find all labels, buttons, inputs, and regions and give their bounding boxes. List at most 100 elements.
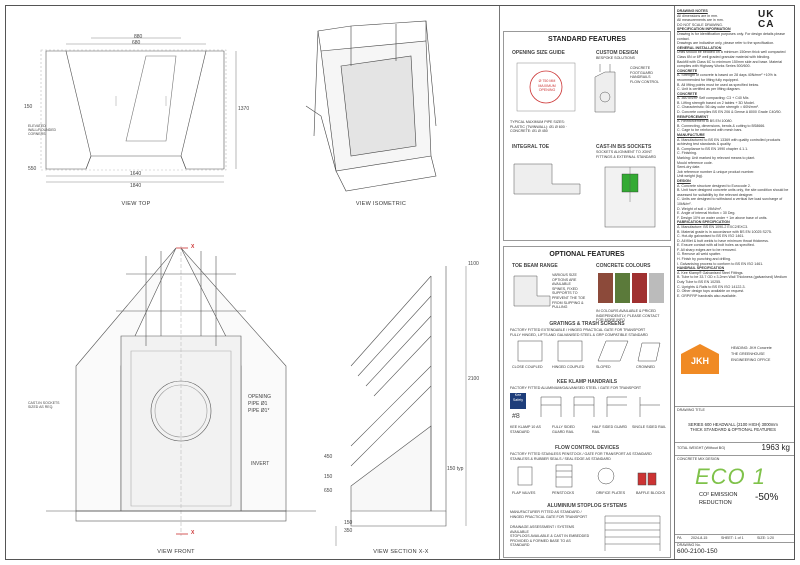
note-line: G. Remove all weld spatter. (677, 252, 721, 257)
dim-section-h5: 650 (324, 488, 333, 494)
view-top-caption: VIEW TOP (121, 201, 151, 207)
grating-item: CLOSE COUPLED (512, 365, 543, 369)
note-line: All dimensions are in mm. (677, 13, 719, 18)
note-line: E. GRP/FRP handrails also available. (677, 293, 737, 298)
opening-size-diagram (516, 62, 576, 112)
title-block: JKH HEADING: JKH Concrete THE GREENHOUSE… (675, 336, 794, 559)
opening-foot-note: TYPICAL MAXIMUM PIPE SIZES: PLASTIC (TWI… (510, 120, 567, 134)
section-marker-bottom: X (191, 530, 195, 536)
drawing-sheet: 880 680 1640 1840 1370 150 550 ELEVATED … (5, 5, 795, 560)
note-line: B. Material grade is in accordance with … (677, 229, 772, 234)
note-line: C. Units are designed to withstand a ver… (677, 197, 783, 206)
note-line: B. Connecting, dimensions, bends & cutti… (677, 123, 766, 128)
section-marker-top: X (191, 244, 195, 250)
integral-toe-title: INTEGRAL TOE (512, 144, 550, 150)
opening-size-title: OPENING SIZE GUIDE (512, 50, 565, 56)
drawing-number: 600-2100-150 (677, 548, 718, 555)
top-side-label: ELEVATED WALL/ROUNDED CORNERS (28, 124, 57, 136)
handrail-item: HALF SIDED GUARD RAIL (592, 425, 628, 434)
note-line: Marking: Unit marked by relevant means t… (677, 156, 756, 160)
handrail-item: KEE KLAMP 10 AS STANDARD (510, 425, 541, 434)
note-line: Drawings are indicative only, please ref… (677, 41, 775, 46)
flow-control-icons (517, 464, 657, 488)
flow-item: BAFFLE BLOCKS (636, 491, 666, 495)
note-line: F. Design 10% on water under + 1m above … (677, 215, 768, 220)
meta-date: 2024-8-15 (691, 536, 708, 540)
note-line: B. Tube to be 33.7 OD x 3.2mm Wall Thick… (677, 275, 787, 285)
eco-line2: REDUCTION (699, 500, 732, 506)
company-line: HEADING: JKH Concrete (731, 346, 772, 350)
eco-line1: CO² EMISSION (699, 492, 738, 498)
grating-sub2: FULLY HINGED, LIFTS AND GALVANISED STEEL… (510, 333, 648, 337)
tb-divider (675, 442, 794, 443)
divider-notes (674, 6, 675, 559)
integral-toe-diagram (513, 163, 581, 195)
note-line: Units should be bedded on a minimum 150m… (677, 50, 786, 59)
note-line: Drawing is for identification purposes o… (677, 31, 786, 41)
total-weight: 1963 kg (761, 443, 790, 452)
front-label-opening: OPENING (248, 394, 272, 400)
note-line: C. Characteristic: 56 day cube strength … (677, 105, 759, 110)
klamp-title: KEE KLAMP HANDRAILS (556, 379, 618, 385)
drawing-no-label: DRAWING No. (677, 543, 701, 547)
stoplog-diagram (604, 515, 661, 551)
note-line: C. Hot-dip galvanised to BS EN ISO 1461. (677, 234, 745, 239)
note-line: C. Finishing. (677, 151, 697, 156)
dim-section-bottom-a: 150 (344, 520, 353, 526)
note-line: A. 360 kN/m² Self compacting: C3 + C40 M… (677, 96, 750, 101)
note-line: E. Ensure contact with all bolt holes as… (677, 243, 755, 248)
note-line: I. Galvanising process to conform to BS … (677, 261, 764, 266)
concrete-colours-note: IN COLOURS AVAILABLE & PRICED INDEPENDEN… (596, 309, 660, 323)
note-line: Backfill with Class 6C to minimum 150mm … (677, 59, 783, 69)
note-line: All measurements are in mm. (677, 18, 724, 23)
ukca-mark: UK CA (758, 9, 775, 30)
note-line: B. All lifting points must be used as sp… (677, 82, 759, 87)
custom-design-list: CONCRETE FOOTGUARD HANDRAILS FLOW CONTRO… (630, 66, 659, 84)
concrete-colour-swatches (598, 273, 664, 303)
cast-in-diagram (604, 166, 656, 228)
note-line: A. Manufacture: BS EN 1090-2 EXC2/EXC3. (677, 224, 749, 229)
dim-top-left-b: 550 (28, 166, 37, 172)
tb-divider (675, 542, 794, 543)
klamp-sub: FACTORY FITTED ALUMINIUM/GALVANISED STEE… (510, 386, 642, 390)
cast-in-sub: SOCKETS ALIGNMENT TO JOINT FITTINGS & EX… (596, 150, 657, 159)
front-label-pipe2: PIPE Ø1* (248, 408, 270, 414)
note-line: D. Weight of soil = 19kN/m³. (677, 206, 722, 211)
note-line: A. Kee Klamp® Galvanised Steel Fittings. (677, 270, 744, 275)
front-label-invert: INVERT (251, 461, 270, 467)
alu-note: PROVIDED & FORMED BASE TO AS STANDARD (510, 538, 571, 548)
note-line: F. All sharp edges are to be removed. (677, 247, 737, 252)
toe-beam-notes: VARIOUS SIZE OPTIONS ARE AVAILABLE SPINE… (552, 273, 588, 310)
divider-features (499, 6, 500, 559)
dim-top-inner-b: 680 (132, 40, 141, 46)
note-line: Job reference number & unique product nu… (677, 169, 755, 174)
standard-features-title: STANDARD FEATURES (548, 36, 626, 43)
custom-item: FOOTGUARD (630, 70, 653, 75)
notes-spec-heading: SPECIFICATION INFORMATION (677, 27, 731, 32)
toe-note: VARIOUS SIZE OPTIONS ARE AVAILABLE (552, 273, 577, 287)
opening-circle-label: Ø 750 MM MAXIMUM OPENING (538, 79, 556, 93)
meta-size: SIZE: 1:20 (757, 536, 774, 540)
note-line: B. Lifting strength based on 2 tables + … (677, 100, 755, 105)
eco-logo: ECO 1 (695, 464, 767, 489)
notes-fab-heading: FABRICATION SPECIFICATION (677, 220, 730, 225)
flow-item: PENSTOCKS (552, 491, 575, 495)
company-line: ENGINEERING OFFICE (731, 358, 771, 362)
note-line: A. Strength of concrete is based on 28 d… (677, 73, 777, 82)
note-line: D. Other design tops available on reques… (677, 289, 745, 294)
note-line: C. Uprights & Rails to BS EN ISO 14122-3… (677, 284, 746, 289)
grating-sub: FACTORY FITTED EXTENDABLE / HINGED PRACT… (510, 328, 646, 332)
dim-section-bottom-b: 350 (344, 528, 353, 534)
flow-sub2: STAINLESS & RUBBER SEALS / SEAL EDGE AS … (510, 457, 611, 461)
notes-general-heading: DRAWING NOTES (677, 9, 708, 13)
toe-beam-diagram (513, 275, 551, 307)
notes-reinf-heading: REINFORCEMENT (677, 114, 709, 119)
drawing-title-label: DRAWING TITLE (677, 408, 705, 412)
note-line: A. Manufactured to BS EN 13369 with qual… (677, 137, 781, 147)
note-line: Mould reference code. (677, 160, 713, 165)
view-section-caption: VIEW SECTION X-X (373, 549, 429, 555)
custom-item: HANDRAILS (630, 75, 651, 80)
dim-top-width-b: 1840 (130, 183, 142, 189)
jkh-logo-text: JKH (690, 356, 709, 366)
dim-top-inner-a: 880 (134, 34, 143, 40)
